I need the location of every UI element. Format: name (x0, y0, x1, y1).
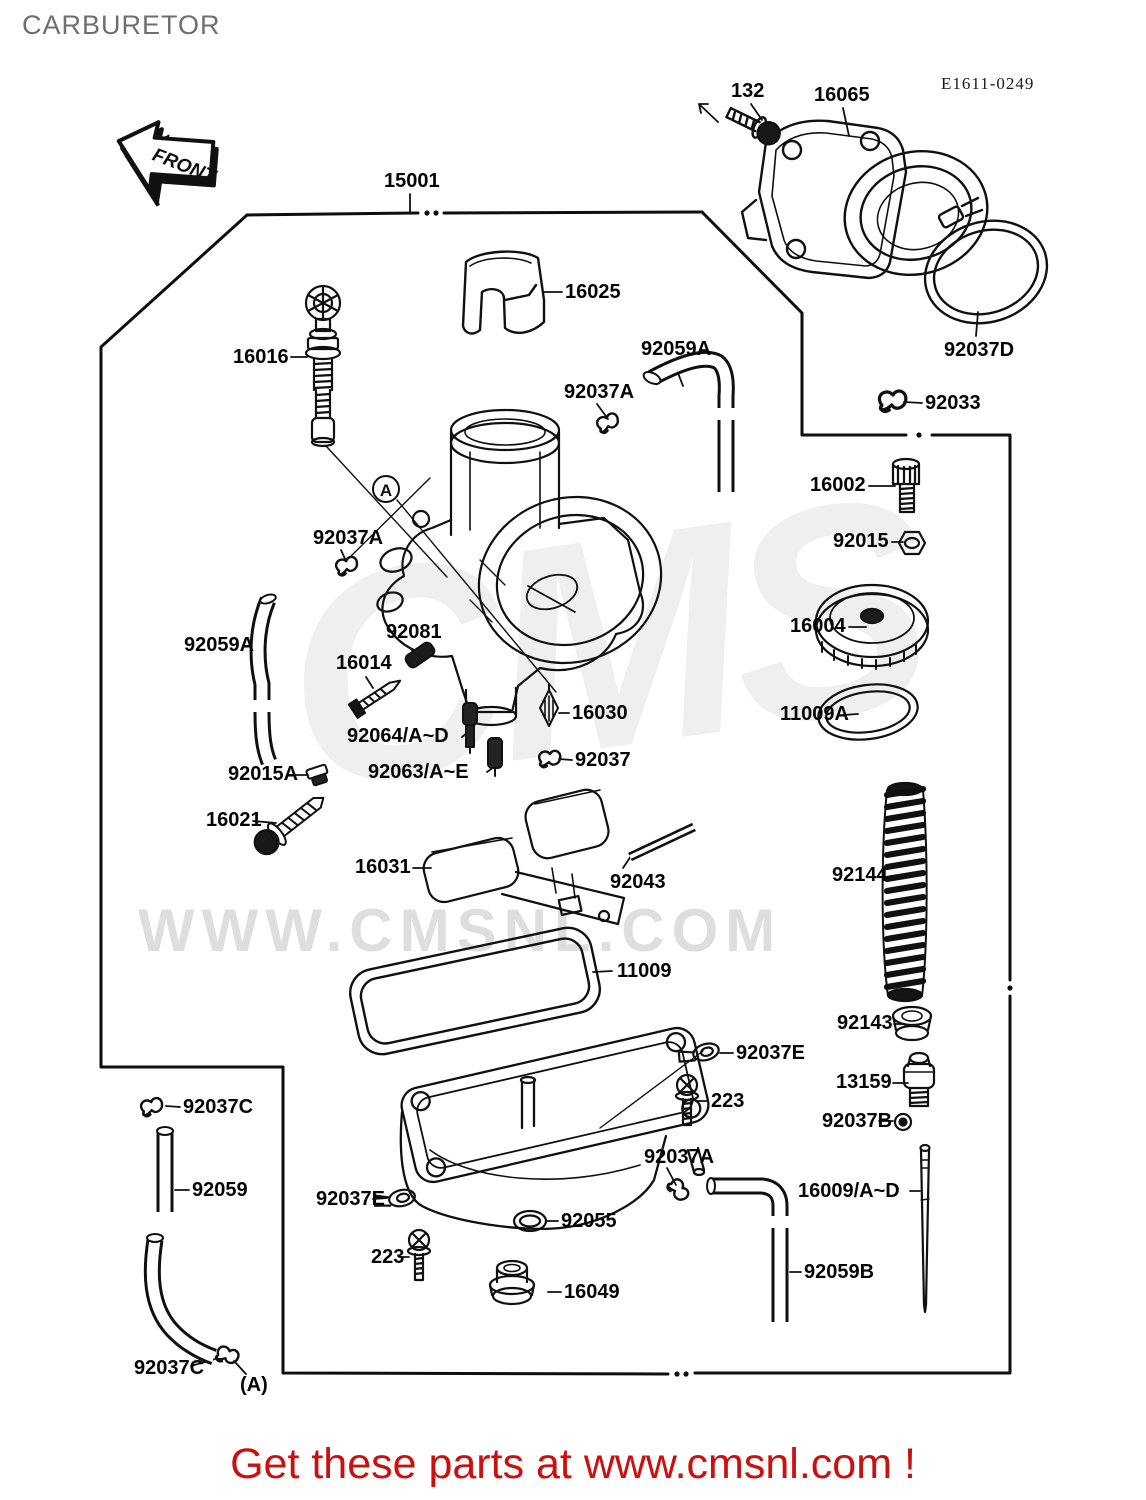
part-label-16065-1: 16065 (814, 84, 870, 106)
part-label-A-42: (A) (240, 1374, 268, 1396)
part-label-92063AE-20: 92063/A~E (368, 761, 469, 783)
part-label-16031-23: 16031 (355, 856, 411, 878)
part-label-92059B-38: 92059B (804, 1261, 875, 1283)
part-label-92033-8: 92033 (925, 392, 981, 414)
part-label-16030-17: 16030 (572, 702, 628, 724)
part-label-92064AD-18: 92064/A~D (347, 725, 449, 747)
part-label-223-39: 223 (371, 1246, 405, 1268)
part-label-92144-25: 92144 (832, 864, 888, 886)
sketch-valve-13159 (902, 1051, 936, 1108)
part-label-92037B-31: 92037B (822, 1110, 893, 1132)
sketch-starter-16016 (304, 284, 342, 448)
part-label-92037A-34: 92037A (644, 1146, 715, 1168)
diagram-code: E1611-0249 (941, 74, 1035, 93)
sketch-spring-92144 (881, 781, 928, 1003)
part-label-92037A-6: 92037A (564, 381, 635, 403)
sketch-plug-16049 (488, 1259, 536, 1306)
part-label-15001-2: 15001 (384, 170, 440, 192)
svg-text:A: A (380, 481, 392, 500)
front-arrow: FRONT (116, 120, 219, 207)
part-label-223-30: 223 (711, 1090, 745, 1112)
frame-outline (99, 210, 1013, 1377)
part-label-92037-19: 92037 (575, 749, 631, 771)
part-label-16009AD-35: 16009/A~D (798, 1180, 900, 1202)
part-label-92037C-41: 92037C (134, 1357, 205, 1379)
part-label-16025-3: 16025 (565, 281, 621, 303)
part-label-92037D-7: 92037D (944, 339, 1015, 361)
part-label-16014-16: 16014 (336, 652, 392, 674)
sketch-gasket-11009 (349, 926, 601, 1056)
part-label-132-0: 132 (731, 80, 765, 102)
part-label-92015A-21: 92015A (228, 763, 299, 785)
page-title: CARBURETOR (22, 10, 221, 40)
sketch-cap-16025 (461, 250, 546, 335)
sketch-right-column (814, 457, 936, 1314)
sketch-hoses-bottom (143, 1126, 789, 1366)
part-label-92043-24: 92043 (610, 871, 666, 893)
sketch-bolt-132 (725, 106, 781, 146)
part-label-11009-26: 11009 (617, 960, 672, 982)
part-label-92037E-28: 92037E (736, 1042, 805, 1064)
part-label-16004-11: 16004 (790, 615, 846, 637)
part-label-16016-4: 16016 (233, 346, 289, 368)
sketch-plug-92143 (891, 1005, 933, 1042)
part-label-92055-37: 92055 (561, 1210, 617, 1232)
sketch-bottom-parts (138, 1039, 722, 1369)
part-label-92059A-5: 92059A (641, 338, 712, 360)
sketch-cap-16004 (814, 583, 930, 670)
watermark-url: WWW.CMSNL.COM (138, 897, 783, 964)
part-label-92037E-36: 92037E (316, 1188, 385, 1210)
sketch-float-16031 (422, 788, 696, 926)
sketch-holder-carburetor-16065 (725, 106, 1049, 414)
part-label-92037A-13: 92037A (313, 527, 384, 549)
part-label-13159-29: 13159 (836, 1071, 892, 1093)
sketch-hose-92059A-left (249, 593, 277, 766)
part-label-92081-15: 92081 (386, 621, 442, 643)
sketch-clamp-92037D (923, 196, 1049, 325)
part-label-92143-27: 92143 (837, 1012, 893, 1034)
part-label-92015-10: 92015 (833, 530, 889, 552)
part-label-16049-40: 16049 (564, 1281, 620, 1303)
sketch-needle-16009 (919, 1143, 931, 1314)
part-label-92059A-14: 92059A (184, 634, 255, 656)
part-label-16021-22: 16021 (206, 809, 262, 831)
sketch-carburetor-body-15001 (376, 408, 663, 727)
sketch-small-parts-mid (253, 410, 622, 856)
part-label-92059-33: 92059 (192, 1179, 248, 1201)
view-marker-a: A (372, 475, 400, 503)
part-label-16002-9: 16002 (810, 474, 866, 496)
part-label-92037C-32: 92037C (183, 1096, 254, 1118)
part-label-11009A-12: 11009A (780, 703, 849, 725)
sketch-hose-92059A-right (642, 350, 735, 492)
footer-banner: Get these parts at www.cmsnl.com ! (230, 1440, 916, 1488)
